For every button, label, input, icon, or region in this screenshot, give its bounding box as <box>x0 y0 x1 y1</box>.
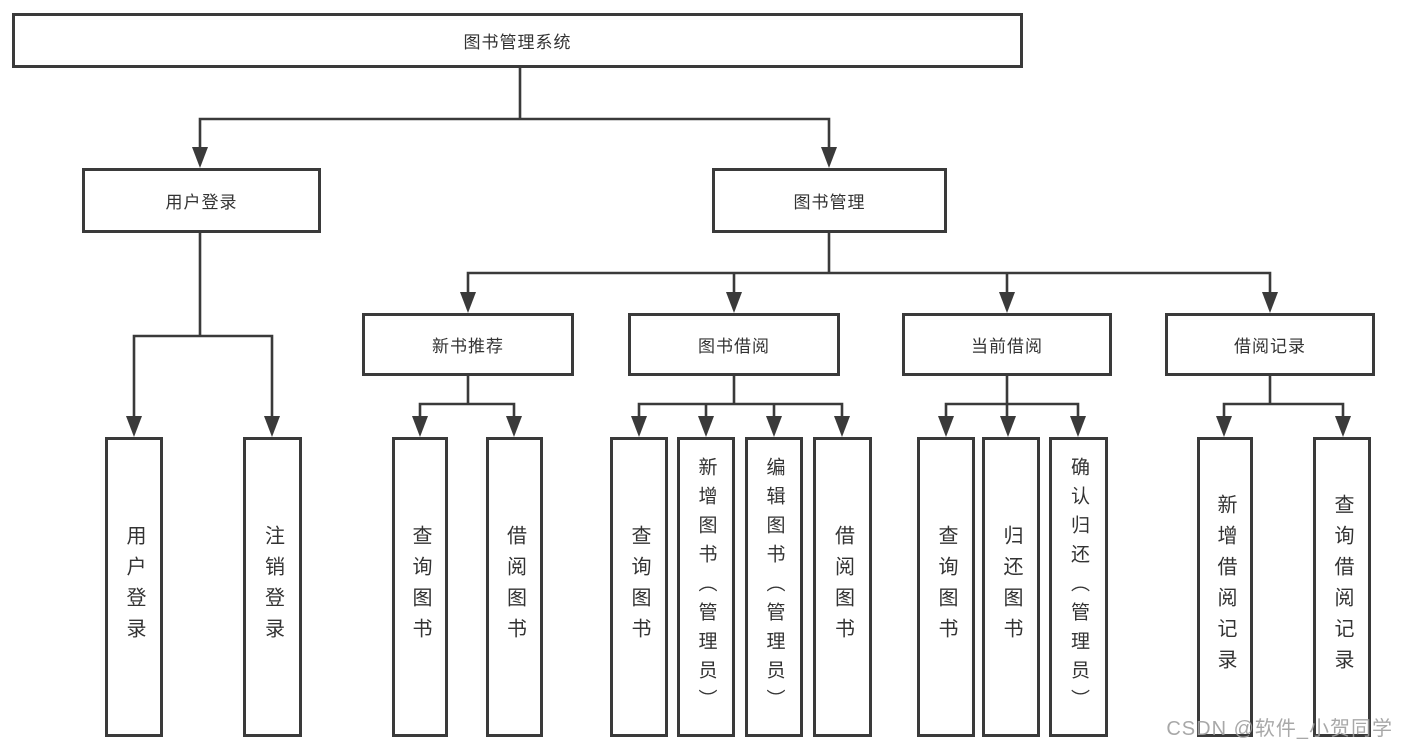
arrow-down-icon <box>766 416 782 437</box>
node-label: 当前借阅 <box>971 337 1043 356</box>
arrowheads <box>126 147 1351 437</box>
leaf-label: 查询图书 <box>935 525 957 649</box>
wire-user-login-subtree <box>132 231 274 422</box>
arrow-down-icon <box>460 292 476 313</box>
leaf-label: 用户登录 <box>123 525 145 649</box>
wire-current-borrow-subtree <box>944 374 1080 422</box>
leaf-query-books-current: 查询图书 <box>917 437 975 737</box>
arrow-down-icon <box>1070 416 1086 437</box>
arrow-down-icon <box>192 147 208 168</box>
arrow-down-icon <box>821 147 837 168</box>
node-user-login-branch: 用户登录 <box>82 168 321 233</box>
arrow-down-icon <box>264 416 280 437</box>
arrow-down-icon <box>726 292 742 313</box>
node-book-borrowing: 图书借阅 <box>628 313 840 376</box>
leaf-confirm-return-admin: 确认归还（管理员） <box>1049 437 1108 737</box>
arrow-down-icon <box>631 416 647 437</box>
leaf-logout: 注销登录 <box>243 437 302 737</box>
leaf-label: 借阅图书 <box>831 525 854 649</box>
wire-borrow-record-subtree <box>1222 374 1345 422</box>
leaf-edit-books-admin: 编辑图书（管理员） <box>745 437 803 737</box>
leaf-return-books: 归还图书 <box>982 437 1040 737</box>
leaf-query-borrow-record: 查询借阅记录 <box>1313 437 1371 737</box>
node-new-book-recommend: 新书推荐 <box>362 313 574 376</box>
arrow-down-icon <box>834 416 850 437</box>
leaf-borrow-books-recommend: 借阅图书 <box>486 437 543 737</box>
node-current-borrowing: 当前借阅 <box>902 313 1112 376</box>
leaf-label: 借阅图书 <box>503 525 526 649</box>
leaf-user-login: 用户登录 <box>105 437 163 737</box>
arrow-down-icon <box>1262 292 1278 313</box>
wire-new-book-subtree <box>418 374 516 422</box>
leaf-query-books-borrow: 查询图书 <box>610 437 668 737</box>
node-book-management-branch: 图书管理 <box>712 168 947 233</box>
node-borrowing-records: 借阅记录 <box>1165 313 1375 376</box>
leaf-label: 查询图书 <box>628 525 650 649</box>
node-label: 图书管理 <box>793 193 866 212</box>
csdn-watermark: CSDN @软件_小贺同学 <box>1166 718 1393 740</box>
leaf-label: 确认归还（管理员） <box>1068 456 1089 718</box>
arrow-down-icon <box>698 416 714 437</box>
leaf-label: 新增借阅记录 <box>1214 494 1236 680</box>
leaf-label: 查询图书 <box>409 525 431 649</box>
node-label: 新书推荐 <box>432 337 504 356</box>
wire-book-mgmt-to-modules <box>466 231 1272 298</box>
node-label: 用户登录 <box>165 193 238 212</box>
node-root-label: 图书管理系统 <box>463 33 572 52</box>
node-root-system: 图书管理系统 <box>12 13 1023 68</box>
leaf-borrow-books: 借阅图书 <box>813 437 872 737</box>
leaf-query-books-recommend: 查询图书 <box>392 437 448 737</box>
leaf-label: 查询借阅记录 <box>1331 494 1353 680</box>
leaf-add-borrow-record: 新增借阅记录 <box>1197 437 1253 737</box>
leaf-add-books-admin: 新增图书（管理员） <box>677 437 735 737</box>
arrow-down-icon <box>506 416 522 437</box>
arrow-down-icon <box>126 416 142 437</box>
arrow-down-icon <box>1216 416 1232 437</box>
wire-root-to-branches <box>198 66 831 152</box>
leaf-label: 新增图书（管理员） <box>695 456 717 718</box>
arrow-down-icon <box>1335 416 1351 437</box>
leaf-label: 编辑图书（管理员） <box>763 456 785 718</box>
leaf-label: 归还图书 <box>1000 525 1022 649</box>
wire-book-borrow-subtree <box>637 374 844 422</box>
arrow-down-icon <box>1000 416 1016 437</box>
leaf-label: 注销登录 <box>261 525 284 649</box>
arrow-down-icon <box>938 416 954 437</box>
arrow-down-icon <box>999 292 1015 313</box>
arrow-down-icon <box>412 416 428 437</box>
node-label: 借阅记录 <box>1234 337 1306 356</box>
node-label: 图书借阅 <box>698 337 770 356</box>
